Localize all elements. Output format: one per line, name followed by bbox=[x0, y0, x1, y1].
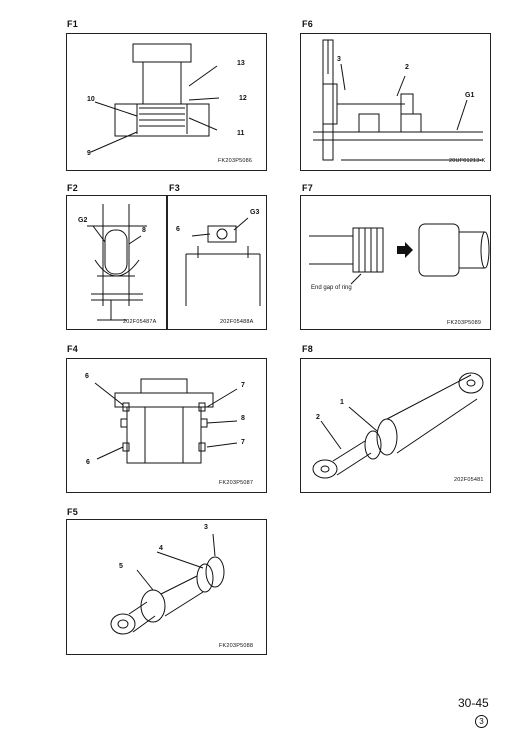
figure-f6-drawing bbox=[313, 39, 483, 161]
figure-f6-caption: 20UF01213-K bbox=[449, 158, 486, 164]
callout-6: 6 bbox=[176, 226, 180, 233]
callout-1: 1 bbox=[340, 399, 344, 406]
figure-f8: 1 2 202F05481 bbox=[300, 358, 491, 493]
callout-6-lower: 6 bbox=[86, 459, 90, 466]
figure-f2-drawing bbox=[87, 204, 147, 321]
figure-f6-label: F6 bbox=[302, 19, 313, 29]
figure-f7: End gap of ring FK203P5089 bbox=[300, 195, 491, 330]
callout-3: 3 bbox=[337, 56, 341, 63]
revision-mark: 3 bbox=[475, 715, 488, 728]
callout-3: 3 bbox=[204, 524, 208, 531]
figure-f4-drawing bbox=[94, 378, 238, 464]
callout-13: 13 bbox=[237, 60, 245, 67]
callout-g2: G2 bbox=[78, 217, 88, 224]
figure-f7-label: F7 bbox=[302, 183, 313, 193]
callout-2: 2 bbox=[405, 64, 409, 71]
callout-8: 8 bbox=[241, 415, 245, 422]
figure-f1: 13 12 10 11 9 FK203P5086 bbox=[66, 33, 267, 171]
figure-f5-caption: FK203P5088 bbox=[219, 643, 254, 649]
figure-f2-caption: 202F05487A bbox=[123, 319, 157, 325]
figure-f5: 3 4 5 FK203P5088 bbox=[66, 519, 267, 655]
figure-f3-drawing bbox=[185, 217, 261, 306]
callout-g1: G1 bbox=[465, 92, 475, 99]
callout-8: 8 bbox=[142, 227, 146, 234]
figure-f3-label: F3 bbox=[169, 183, 180, 193]
figure-f6: 3 2 G1 20UF01213-K bbox=[300, 33, 491, 171]
callout-9: 9 bbox=[87, 150, 91, 157]
figure-f2-label: F2 bbox=[67, 183, 78, 193]
callout-g3: G3 bbox=[250, 209, 260, 216]
figure-f2: G2 8 202F05487A bbox=[66, 195, 167, 330]
callout-6-upper: 6 bbox=[85, 373, 89, 380]
callout-12: 12 bbox=[239, 95, 247, 102]
figure-f7-caption: FK203P5089 bbox=[447, 320, 482, 326]
figure-f3: 6 G3 202F05488A bbox=[167, 195, 267, 330]
callout-5: 5 bbox=[119, 563, 123, 570]
figure-f4-label: F4 bbox=[67, 344, 78, 354]
figure-f1-label: F1 bbox=[67, 19, 78, 29]
end-gap-of-ring-note: End gap of ring bbox=[311, 285, 352, 291]
figure-f4-caption: FK203P5087 bbox=[219, 480, 254, 486]
figure-f7-drawing bbox=[309, 223, 490, 285]
page-number: 30-45 bbox=[458, 696, 489, 710]
callout-2: 2 bbox=[316, 414, 320, 421]
callout-4: 4 bbox=[159, 545, 163, 552]
figure-f8-drawing bbox=[312, 372, 484, 479]
figure-f8-label: F8 bbox=[302, 344, 313, 354]
callout-7-upper: 7 bbox=[241, 382, 245, 389]
callout-7-lower: 7 bbox=[241, 439, 245, 446]
figure-f5-drawing bbox=[110, 533, 225, 635]
figure-f1-caption: FK203P5086 bbox=[218, 158, 253, 164]
figure-f8-caption: 202F05481 bbox=[454, 477, 484, 483]
callout-11: 11 bbox=[237, 130, 245, 137]
figure-f5-label: F5 bbox=[67, 507, 78, 517]
figure-f4: 6 7 8 7 6 FK203P5087 bbox=[66, 358, 267, 493]
figure-f3-caption: 202F05488A bbox=[220, 319, 254, 325]
figure-f1-drawing bbox=[90, 43, 220, 153]
callout-10: 10 bbox=[87, 96, 95, 103]
